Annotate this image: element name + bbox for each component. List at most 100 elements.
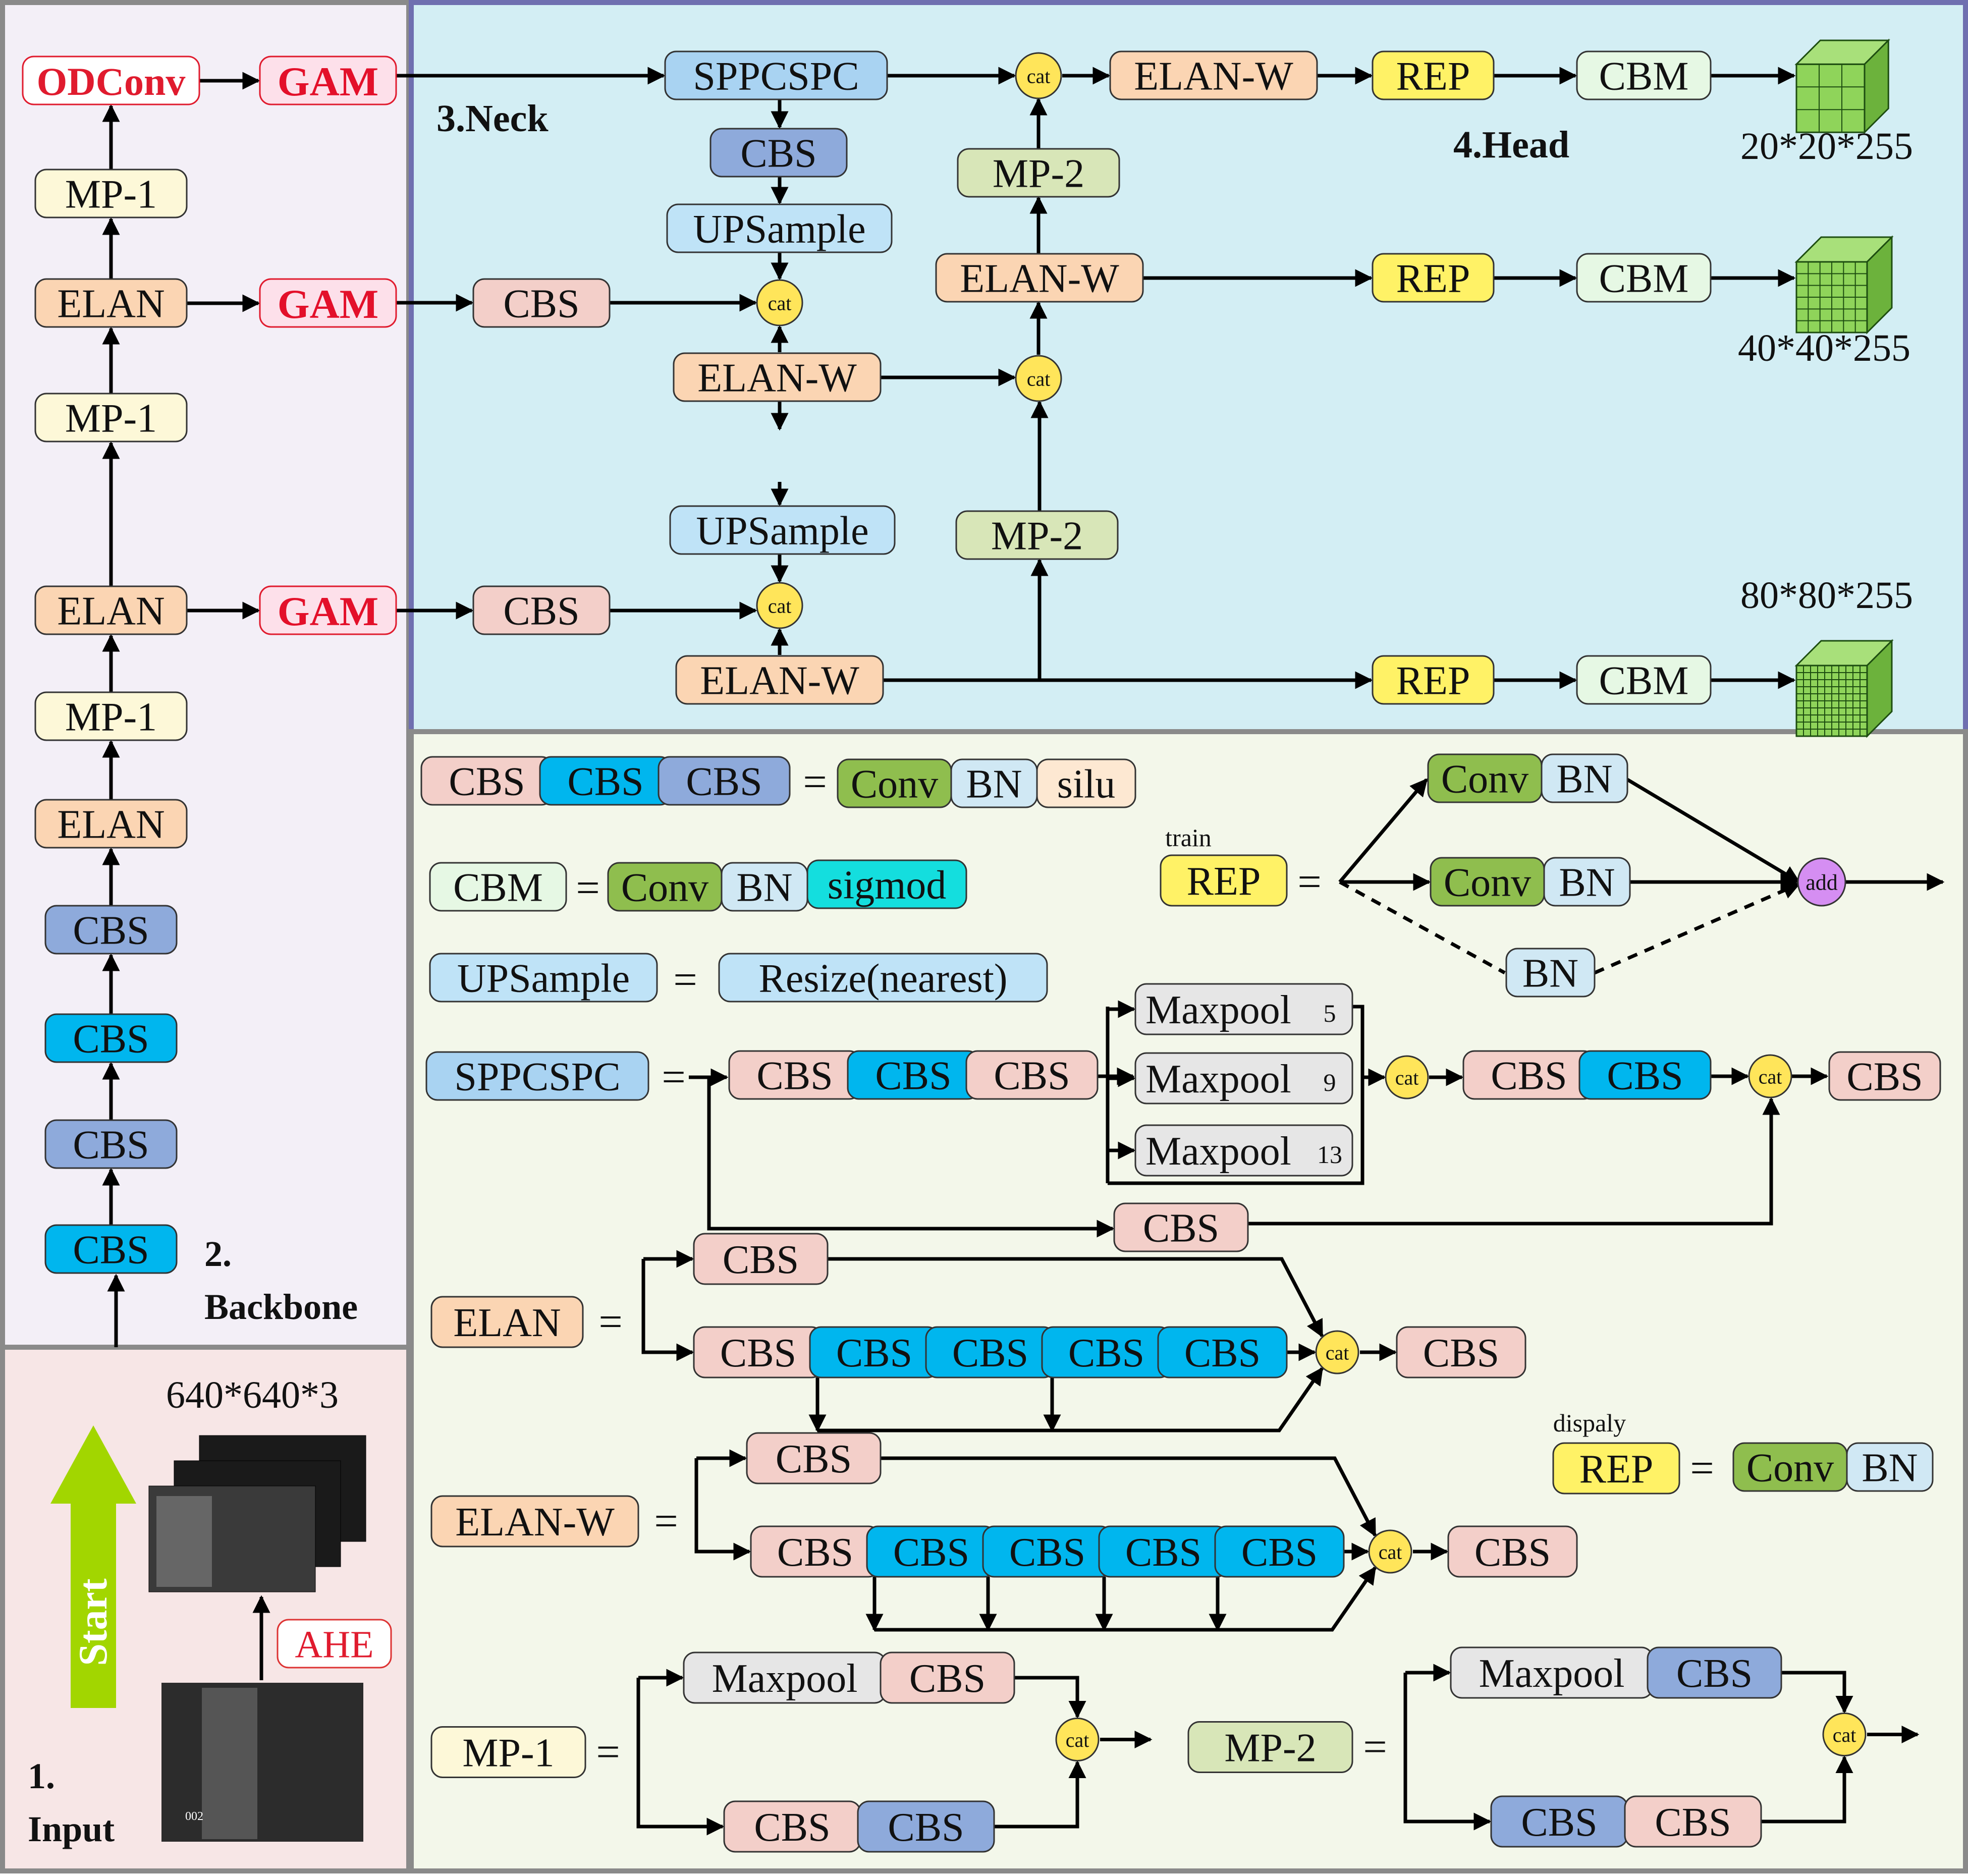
- edge-spp-pool-bus-right: [1108, 1005, 1364, 1185]
- neck-elanw-3-box: [1109, 50, 1318, 100]
- output-size-40: 40*40*255: [1738, 327, 1910, 369]
- legend-spp-pool-0-box: [1134, 983, 1353, 1035]
- legend-rep-display-conv-label: Conv: [1746, 1446, 1834, 1491]
- legend-mp2-cat-circle: [1822, 1713, 1867, 1756]
- legend-mp2-left-box: [1187, 1721, 1353, 1773]
- legend-mp2-eq: =: [1363, 1724, 1387, 1771]
- neck-sppcspc-box: [664, 50, 888, 100]
- backbone-node-4-box: [34, 799, 188, 849]
- neck-mp2-0-label: MP-2: [991, 514, 1083, 559]
- neck-cbs-1-label: CBS: [503, 282, 579, 326]
- backbone-node-7-box: [34, 393, 188, 443]
- neck-mp2-1-box: [957, 148, 1120, 198]
- edge-rep-train-branch0: [1338, 778, 1428, 884]
- gam-node-1-label: GAM: [278, 281, 378, 327]
- legend-cbm-conv-label: Conv: [621, 866, 708, 910]
- legend-spp-pool-2-size: 13: [1317, 1140, 1342, 1169]
- input-stacked-frames: [148, 1435, 366, 1592]
- neck-cat-3-circle: [1015, 52, 1062, 99]
- neck-cat-1-circle: [756, 582, 803, 629]
- legend-elan-left-box: [430, 1296, 584, 1348]
- section-backbone-name: Backbone: [204, 1287, 358, 1327]
- neck-elanw-2-box: [935, 253, 1144, 303]
- edge-mp1-top-to-cat: [1014, 1676, 1086, 1719]
- gam-node-2-box: [259, 585, 397, 635]
- legend-elan-chain-4-box: [1157, 1326, 1288, 1378]
- legend-cbm-sigmod-box: [806, 859, 967, 909]
- legend-cbm-left-label: CBM: [453, 866, 543, 910]
- edge-mp1-bottom-to-cat: [994, 1760, 1086, 1829]
- legend-elan_w-chain-4-box: [1214, 1525, 1345, 1578]
- input-raw-image: [161, 1683, 363, 1842]
- legend-spp-shortcut-box: [1113, 1202, 1249, 1252]
- legend-rep-b1-conv-label: Conv: [1444, 861, 1531, 905]
- legend-elan_w-top-box: [746, 1432, 882, 1484]
- legend-mp2-bottom-cbs-1-label: CBS: [1655, 1800, 1731, 1845]
- output-cube-40: [1794, 235, 1894, 335]
- legend-ups-eq: =: [673, 957, 697, 1004]
- start-label: Start: [71, 1578, 116, 1666]
- legend-spp-cat-1-circle: [1748, 1054, 1792, 1098]
- legend-spp-pool-1-size: 9: [1324, 1068, 1336, 1096]
- legend-mp1-bottom-cbs-0-label: CBS: [754, 1805, 830, 1850]
- neck-cbs-1-box: [472, 278, 611, 328]
- legend-spp-c1-1-label: CBS: [875, 1054, 951, 1098]
- neck-upsample-1-box: [669, 505, 896, 555]
- neck-cbs-2-box: [472, 585, 611, 635]
- legend-spp-left-label: SPPCSPC: [454, 1055, 620, 1099]
- head-rep-0-box: [1372, 50, 1495, 100]
- legend-spp-cat-0-label: cat: [1395, 1067, 1419, 1089]
- legend-mp2-top-cbs-label: CBS: [1676, 1651, 1753, 1696]
- neck-elanw-3-label: ELAN-W: [1134, 54, 1293, 99]
- legend-elan_w-chain-3-label: CBS: [1125, 1530, 1201, 1575]
- ahe-node-box: [277, 1619, 392, 1669]
- legend-elan_w-out-box: [1447, 1525, 1578, 1578]
- legend-ups-def-label: Resize(nearest): [758, 957, 1007, 1001]
- legend-rep-b0-bn-box: [1541, 753, 1628, 803]
- backbone-node-0-label: CBS: [73, 1228, 149, 1273]
- legend-rep-b2-bn-label: BN: [1522, 952, 1578, 996]
- head-cbm-2-box: [1576, 655, 1712, 705]
- edge-mp2-bottom-to-cat: [1761, 1755, 1853, 1824]
- legend-spp-pool-2-label: Maxpool: [1145, 1129, 1291, 1174]
- legend-rep-train-left-label: REP: [1187, 859, 1261, 904]
- edge-mp2-top-to-cat: [1781, 1671, 1853, 1714]
- legend-spp-cat-1-label: cat: [1759, 1066, 1782, 1088]
- output-size-20: 20*20*255: [1740, 125, 1913, 168]
- legend-cbs-part-2-box: [658, 756, 791, 806]
- neck-sppcspc-label: SPPCSPC: [693, 54, 859, 99]
- neck-cat-3-label: cat: [1027, 65, 1051, 88]
- legend-elan-chain-3-label: CBS: [1068, 1331, 1144, 1375]
- start-arrow: [50, 1425, 136, 1708]
- section-input-num: 1.: [28, 1756, 55, 1796]
- backbone-node-5-label: MP-1: [65, 695, 157, 740]
- legend-rep-train-eq: =: [1297, 859, 1321, 906]
- edge-rep-b0-to-add: [1626, 778, 1801, 884]
- backbone-node-3-box: [44, 905, 178, 955]
- section-head-title: 4.Head: [1453, 124, 1569, 166]
- legend-elan-left-label: ELAN: [453, 1301, 561, 1345]
- backbone-node-0-box: [44, 1224, 178, 1274]
- edge-elan-bus-to-cat: [817, 1367, 1324, 1432]
- legend-spp-pool-1-box: [1134, 1052, 1353, 1105]
- backbone-node-6-box: [34, 585, 188, 635]
- legend-elan_w-cat-label: cat: [1379, 1541, 1402, 1564]
- backbone-node-3-label: CBS: [73, 909, 149, 953]
- legend-cbs-conv-label: Conv: [851, 762, 938, 807]
- head-cbm-0-box: [1576, 50, 1712, 100]
- edge-elan-in-chain: [641, 1259, 694, 1361]
- legend-spp-c2-0-label: CBS: [1491, 1054, 1567, 1098]
- edge-elan_w-bus-to-cat: [874, 1566, 1377, 1632]
- section-input-name: Input: [28, 1809, 115, 1849]
- neck-elanw-1-box: [675, 655, 884, 705]
- legend-elan-top-label: CBS: [723, 1238, 799, 1282]
- edge-elan_w-top-to-cat: [881, 1456, 1377, 1537]
- legend-cbm-bn-label: BN: [736, 866, 792, 910]
- backbone-node-5-box: [34, 691, 188, 741]
- legend-mp2-cat-label: cat: [1833, 1724, 1856, 1746]
- backbone-node-2-box: [44, 1013, 178, 1063]
- legend-ups-def-box: [718, 953, 1048, 1003]
- legend-rep-display-left-box: [1552, 1442, 1680, 1495]
